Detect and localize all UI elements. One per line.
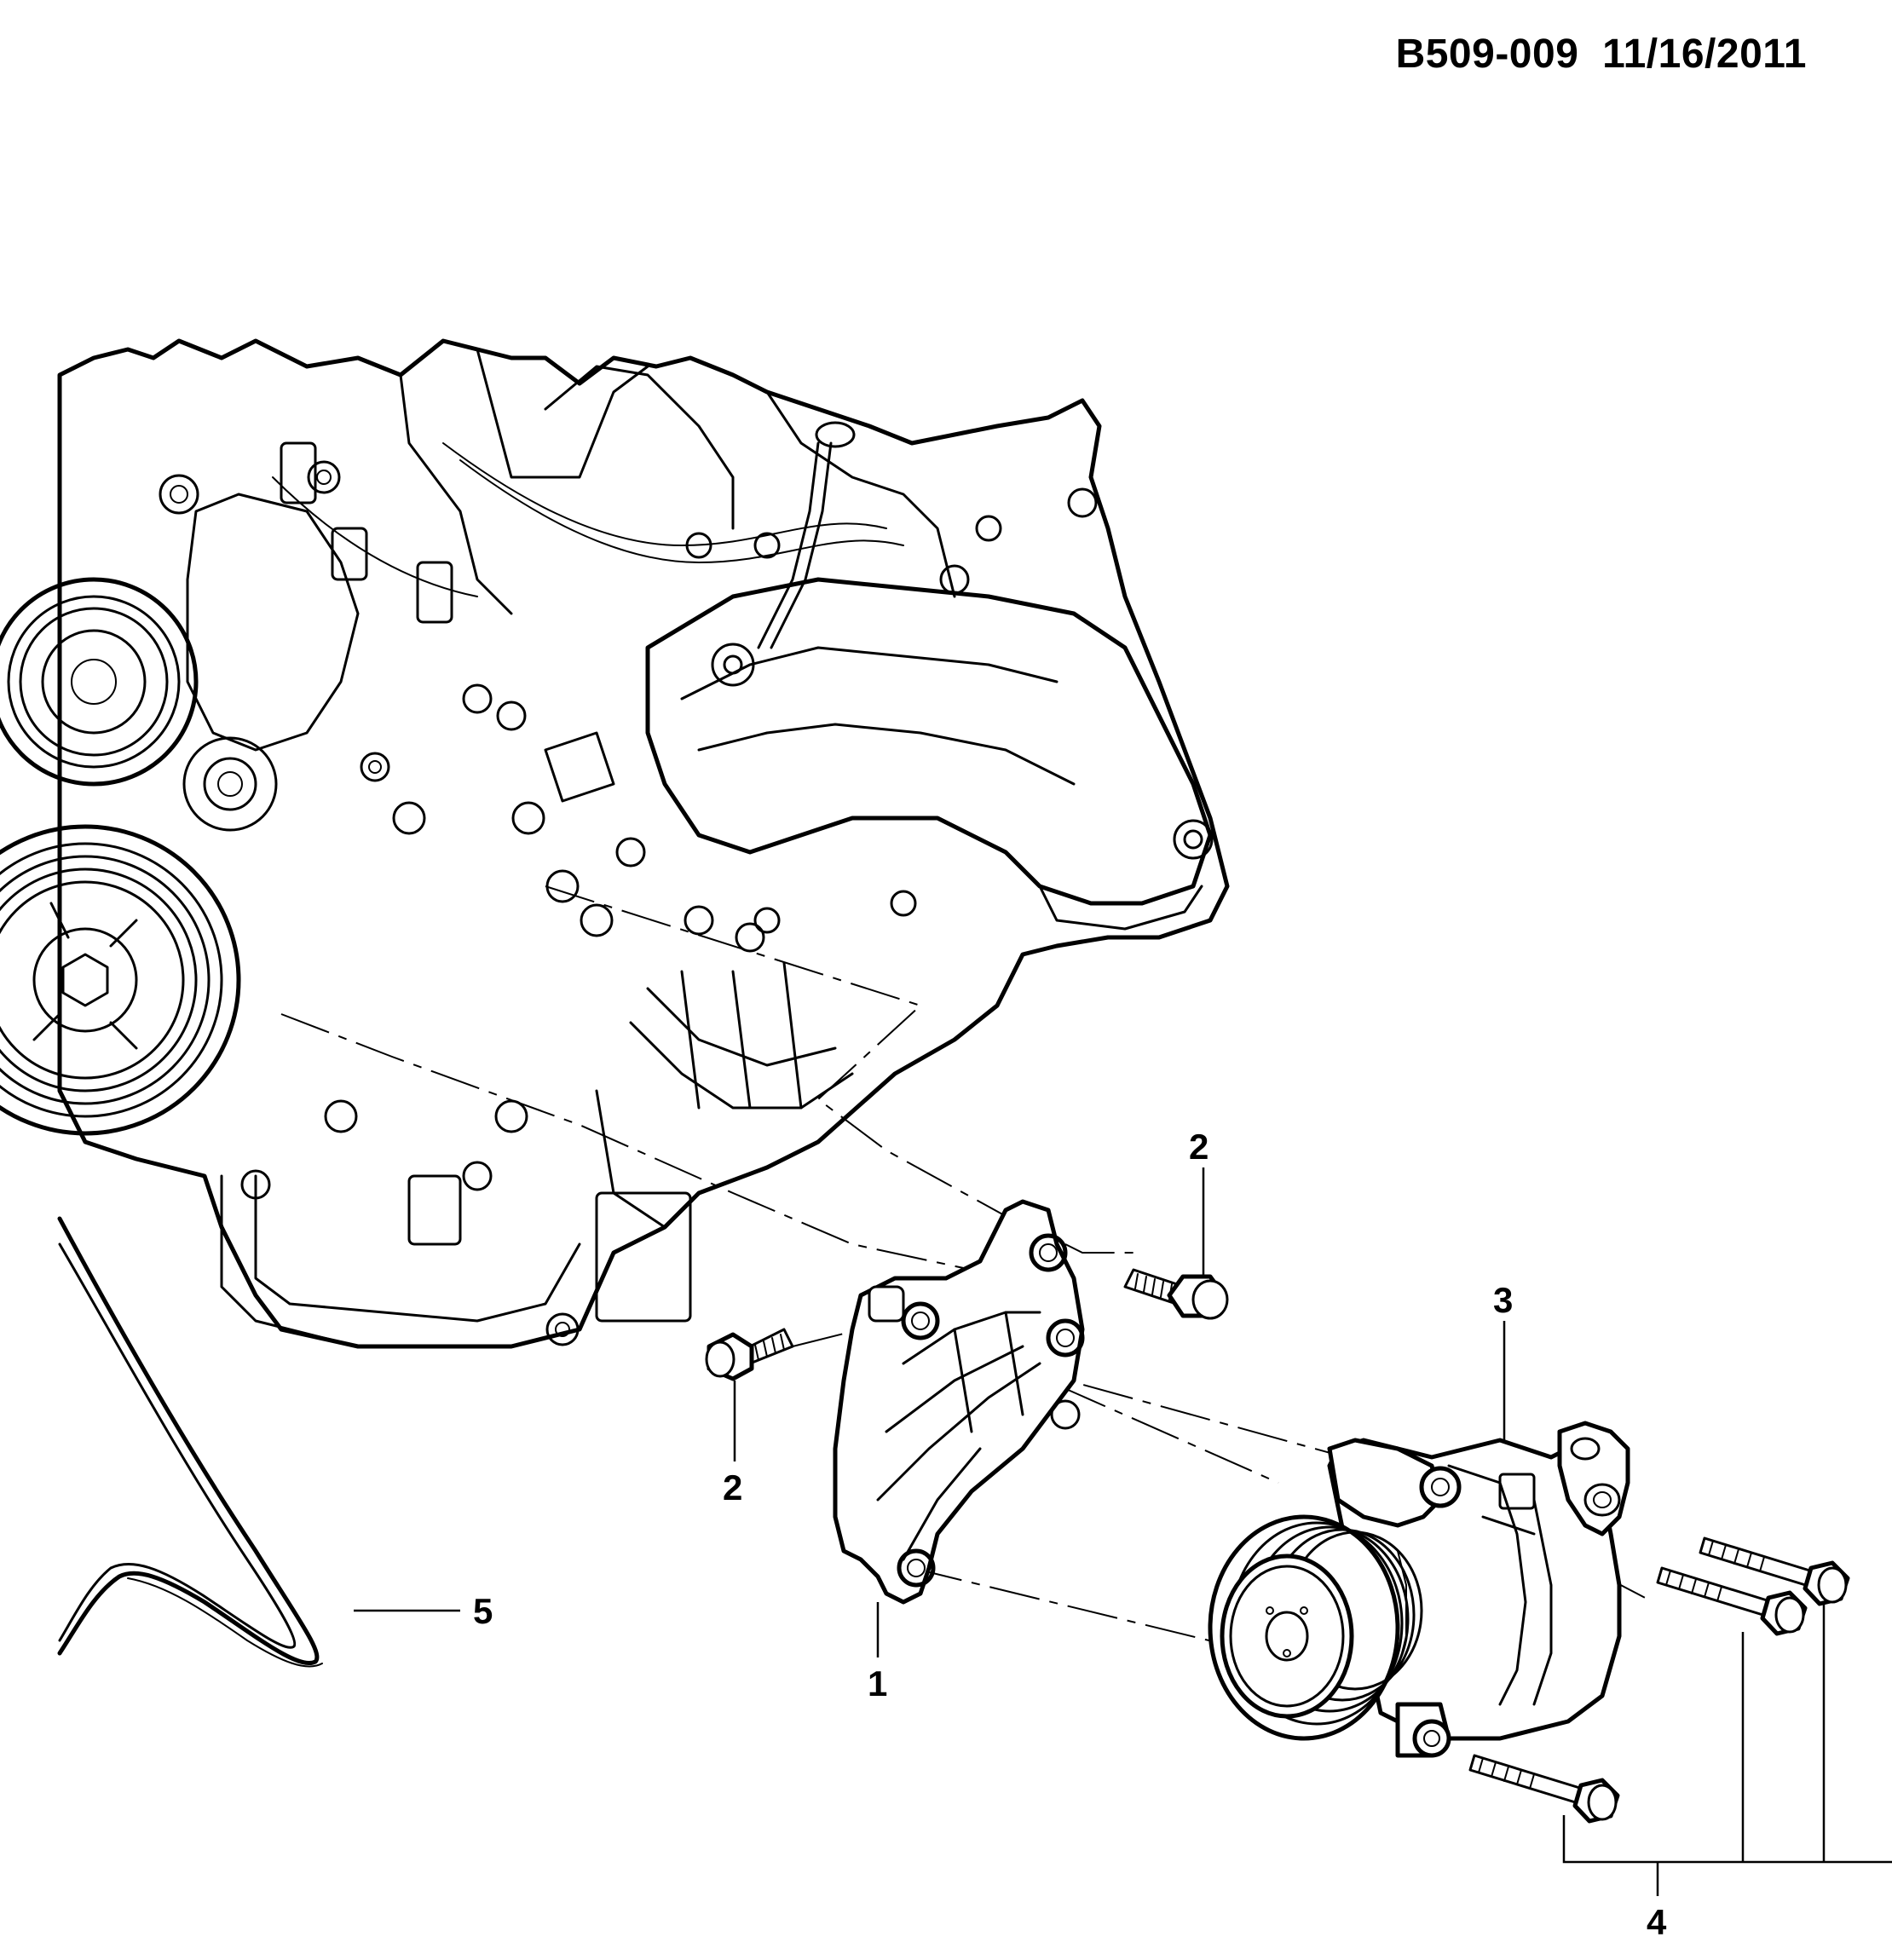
callout-leaders [354, 1167, 1892, 1896]
bracket-bolt-lower [705, 1328, 794, 1381]
callout-2-upper: 2 [1189, 1127, 1208, 1167]
diagram-date: 11/16/2011 [1602, 32, 1807, 77]
compressor-bolt-3 [1468, 1754, 1620, 1824]
callout-4: 4 [1647, 1902, 1667, 1942]
compressor-bolt-1 [1699, 1536, 1850, 1606]
callout-1: 1 [868, 1663, 887, 1703]
drive-belt [57, 1216, 323, 1668]
bracket-bolt-upper [1123, 1268, 1229, 1320]
callout-2-lower: 2 [723, 1467, 742, 1507]
compressor-bracket [833, 1199, 1085, 1605]
compressor-bolt-2 [1656, 1566, 1808, 1636]
ac-compressor [1208, 1421, 1630, 1758]
diagram-code: B509-009 [1395, 32, 1579, 77]
diagram-code-header: B509-009 11/16/2011 [1396, 31, 1807, 78]
engine-assembly [0, 338, 1230, 1349]
callout-5: 5 [473, 1591, 493, 1631]
callout-3: 3 [1493, 1280, 1513, 1320]
